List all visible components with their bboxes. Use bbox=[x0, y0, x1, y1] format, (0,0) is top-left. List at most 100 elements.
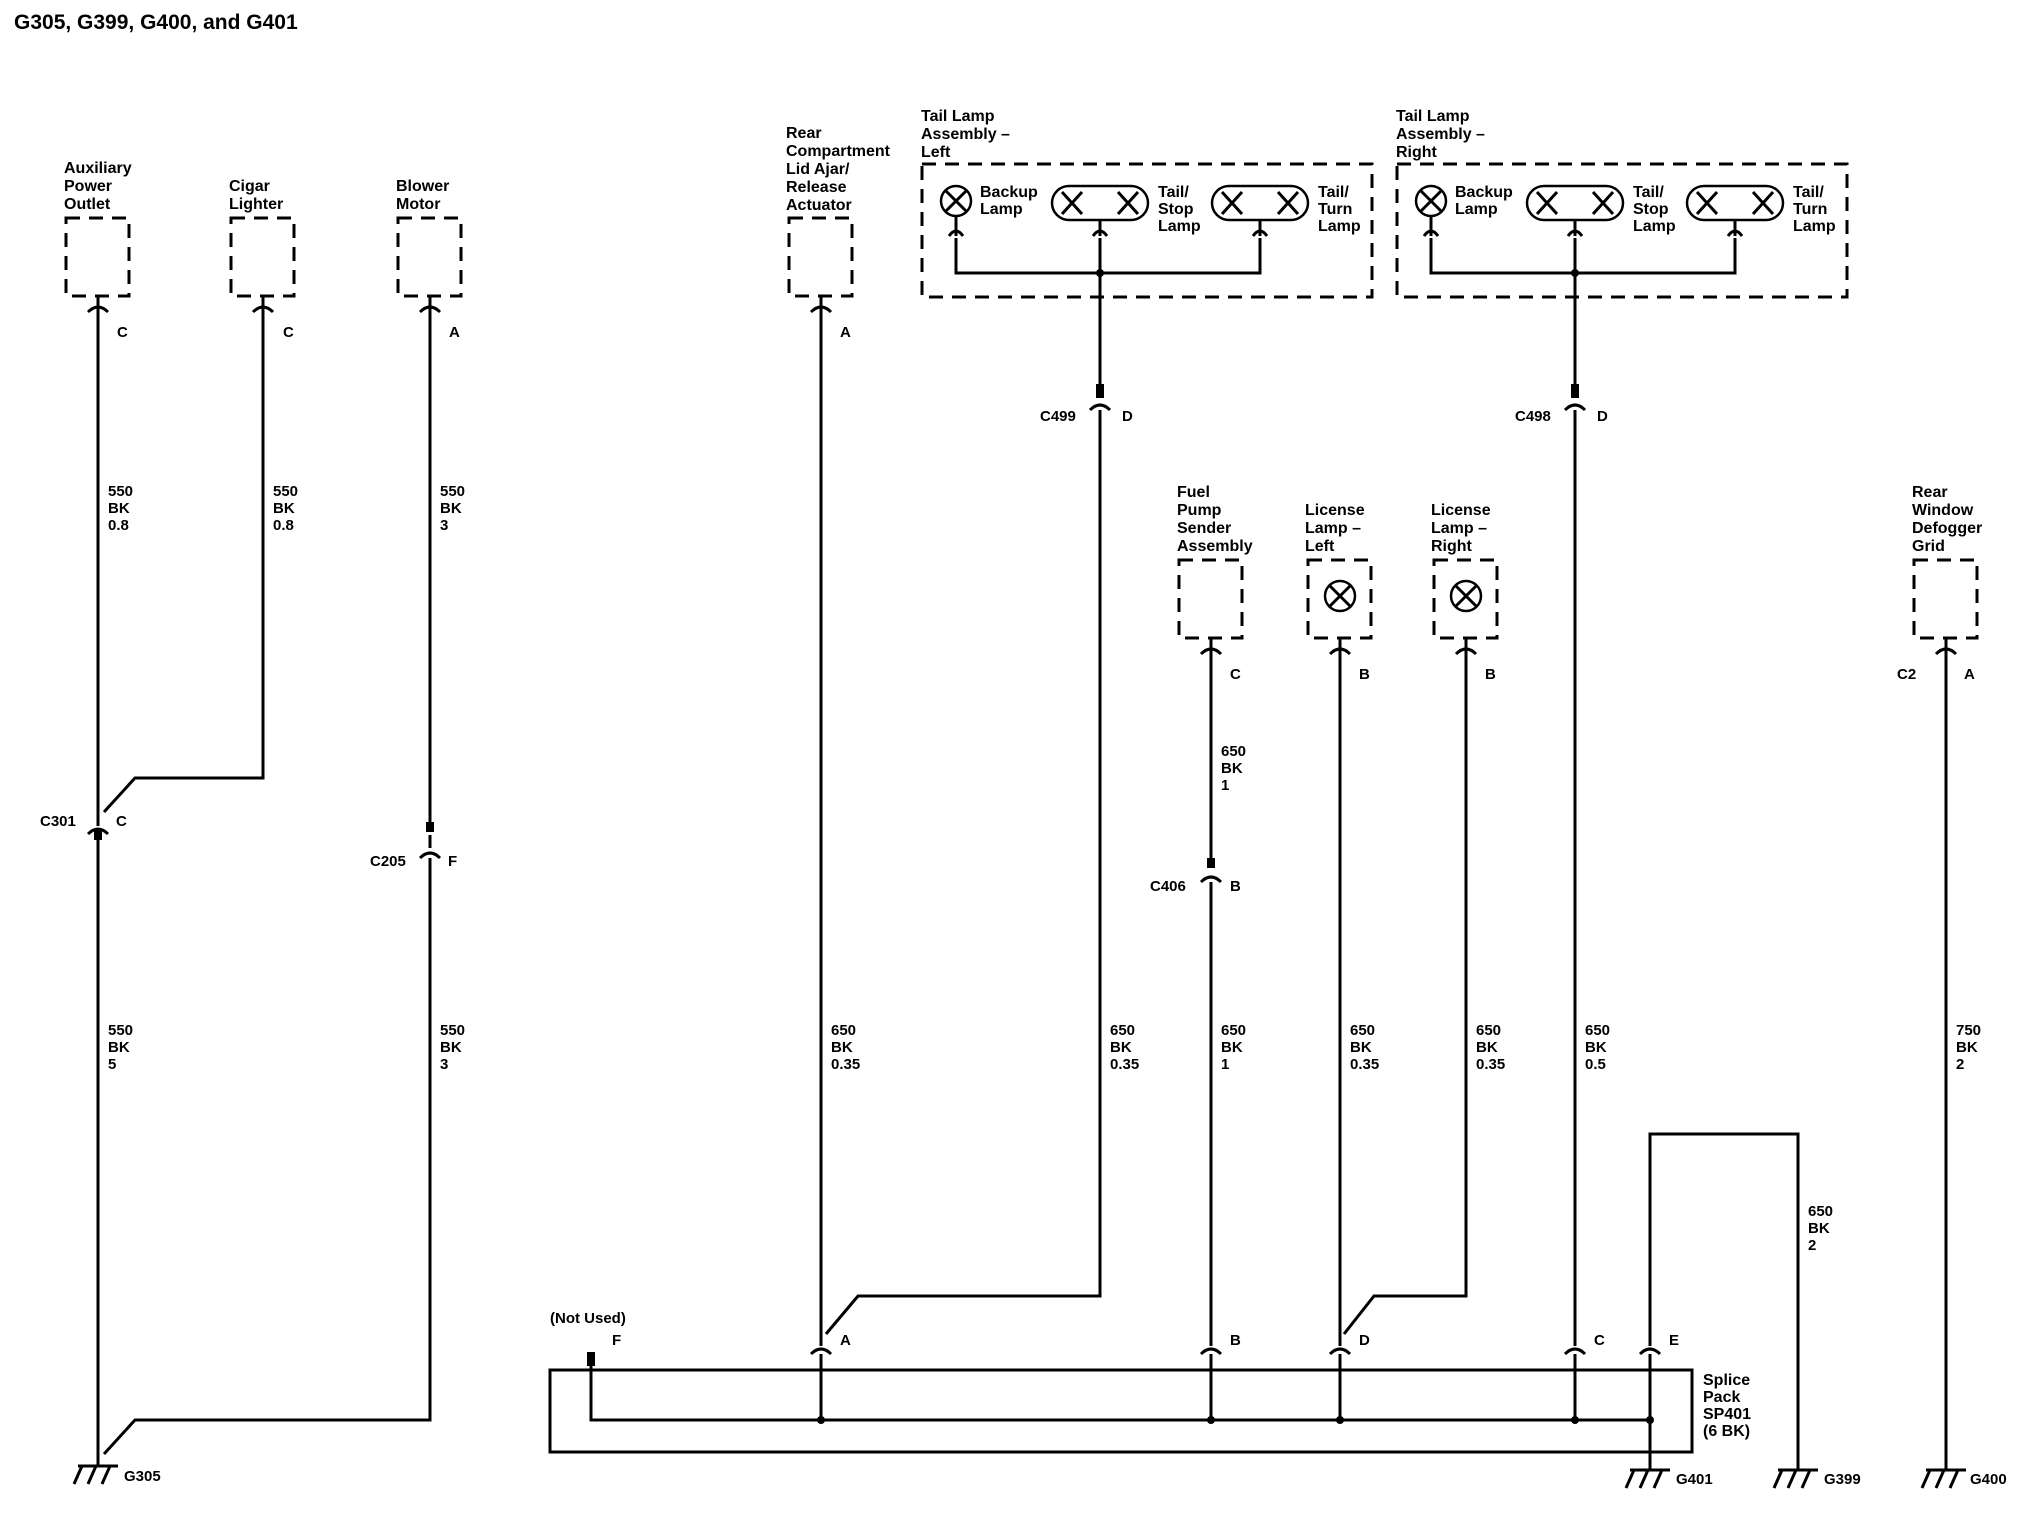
label: Window bbox=[1912, 502, 1974, 519]
tail-stop-lamp-right-icon bbox=[1525, 184, 1625, 237]
label: Lamp – bbox=[1305, 520, 1361, 537]
label: Power bbox=[64, 178, 112, 195]
label: Tail/ bbox=[1633, 184, 1664, 201]
left-wiring bbox=[86, 312, 442, 1466]
svg-text:Cigar Lighter: Cigar Lighter bbox=[229, 178, 283, 213]
splice-pack-sp401 bbox=[548, 1347, 1694, 1470]
label: Lighter bbox=[229, 196, 283, 213]
label: Turn bbox=[1793, 201, 1827, 218]
pin-label: B bbox=[1230, 1332, 1241, 1349]
label: License bbox=[1431, 502, 1491, 519]
svg-text:Tail/ Turn Lamp: Tail/ Turn Lamp bbox=[1793, 184, 1836, 235]
ground-g399-label: G399 bbox=[1824, 1471, 1861, 1488]
label: Tail/ bbox=[1318, 184, 1349, 201]
label: Auxiliary bbox=[64, 160, 132, 177]
label: Tail/ bbox=[1793, 184, 1824, 201]
label: Left bbox=[1305, 538, 1335, 555]
label: Right bbox=[1431, 538, 1473, 555]
pin-label: C bbox=[116, 813, 127, 830]
svg-text:Tail/ Stop Lamp: Tail/ Stop Lamp bbox=[1633, 184, 1676, 235]
label: Blower bbox=[396, 178, 449, 195]
splice-pack-label: Splice Pack SP401 (6 BK) bbox=[1703, 1372, 1756, 1440]
label: Lamp – bbox=[1431, 520, 1487, 537]
backup-lamp-right-icon bbox=[1414, 184, 1448, 237]
svg-text:Rear Compartment L: Rear Compartment Lid Ajar/ Release Actua… bbox=[786, 125, 894, 214]
label: Stop bbox=[1633, 201, 1669, 218]
splice-wiring bbox=[819, 273, 1948, 1470]
connector-c2: C2 bbox=[1897, 666, 1916, 683]
svg-text:Blower Motor: Blower Motor bbox=[396, 178, 454, 213]
svg-text:License Lamp – Lef: License Lamp – Left bbox=[1305, 502, 1369, 555]
pin-label: B bbox=[1359, 666, 1370, 683]
label: Cigar bbox=[229, 178, 270, 195]
label: Grid bbox=[1912, 538, 1945, 555]
pin-label: A bbox=[840, 324, 851, 341]
label: Assembly bbox=[1177, 538, 1253, 555]
label: Release bbox=[786, 179, 847, 196]
ground-g400-label: G400 bbox=[1970, 1471, 2007, 1488]
label: Tail/ bbox=[1158, 184, 1189, 201]
svg-text:Rear Window Defogg: Rear Window Defogger Grid bbox=[1912, 484, 1987, 555]
label: Stop bbox=[1158, 201, 1194, 218]
pin-label: C bbox=[117, 324, 128, 341]
label: Rear bbox=[786, 125, 822, 142]
ground-g400-icon bbox=[1920, 1468, 1966, 1489]
tail-lamp-assembly-left: Tail Lamp Assembly – Left Backup Lamp Ta… bbox=[920, 108, 1374, 299]
label: License bbox=[1305, 502, 1365, 519]
auxiliary-power-outlet: Auxiliary Power Outlet bbox=[64, 160, 136, 298]
connector-c205: C205 bbox=[370, 853, 406, 870]
not-used-label: (Not Used) bbox=[550, 1310, 626, 1327]
svg-text:Backup Lamp: Backup Lamp bbox=[1455, 184, 1517, 218]
ground-g401-icon bbox=[1624, 1468, 1670, 1489]
blower-motor: Blower Motor bbox=[396, 178, 463, 298]
tail-turn-lamp-left-icon bbox=[1210, 184, 1310, 237]
pin-label: C bbox=[1230, 666, 1241, 683]
pin-label: B bbox=[1230, 878, 1241, 895]
label: Lid Ajar/ bbox=[786, 161, 850, 178]
pin-label: C bbox=[1594, 1332, 1605, 1349]
tail-lamp-assembly-right: Tail Lamp Assembly – Right Backup Lamp T… bbox=[1395, 108, 1849, 299]
svg-text:Tail/ Stop Lamp: Tail/ Stop Lamp bbox=[1158, 184, 1201, 235]
label: Left bbox=[921, 144, 951, 161]
pin-label: A bbox=[840, 1332, 851, 1349]
ground-g401-label: G401 bbox=[1676, 1471, 1713, 1488]
label: Lamp bbox=[980, 201, 1023, 218]
rear-compartment-actuator: Rear Compartment Lid Ajar/ Release Actua… bbox=[786, 125, 894, 298]
pin-label: D bbox=[1359, 1332, 1370, 1349]
label: Lamp bbox=[1455, 201, 1498, 218]
label: Lamp bbox=[1793, 218, 1836, 235]
label: Assembly – bbox=[1396, 126, 1485, 143]
svg-text:Auxiliary Power Ou: Auxiliary Power Outlet bbox=[64, 160, 136, 213]
connector-c301: C301 bbox=[40, 813, 76, 830]
svg-text:Tail/ Turn Lamp: Tail/ Turn Lamp bbox=[1318, 184, 1361, 235]
svg-text:Fuel Pump Sender: Fuel Pump Sender Assembly bbox=[1177, 484, 1253, 555]
license-lamp-right: License Lamp – Right bbox=[1431, 502, 1499, 640]
license-lamp-left: License Lamp – Left bbox=[1305, 502, 1373, 640]
cigar-lighter: Cigar Lighter bbox=[229, 178, 296, 298]
label: Rear bbox=[1912, 484, 1948, 501]
pin-label: C bbox=[283, 324, 294, 341]
svg-text:Backup Lamp: Backup Lamp bbox=[980, 184, 1042, 218]
pin-label: A bbox=[449, 324, 460, 341]
label: Backup bbox=[1455, 184, 1513, 201]
pin-label: E bbox=[1669, 1332, 1679, 1349]
connector-c498: C498 bbox=[1515, 408, 1551, 425]
label: Actuator bbox=[786, 197, 852, 214]
svg-text:License Lamp – Rig: License Lamp – Right bbox=[1431, 502, 1495, 555]
label: Compartment bbox=[786, 143, 891, 160]
pin-label: F bbox=[612, 1332, 621, 1349]
label: Outlet bbox=[64, 196, 111, 213]
svg-text:Tail Lamp Assembly –: Tail Lamp Assembly – Left bbox=[921, 108, 1014, 161]
rear-window-defogger-grid: Rear Window Defogger Grid bbox=[1912, 484, 1987, 640]
